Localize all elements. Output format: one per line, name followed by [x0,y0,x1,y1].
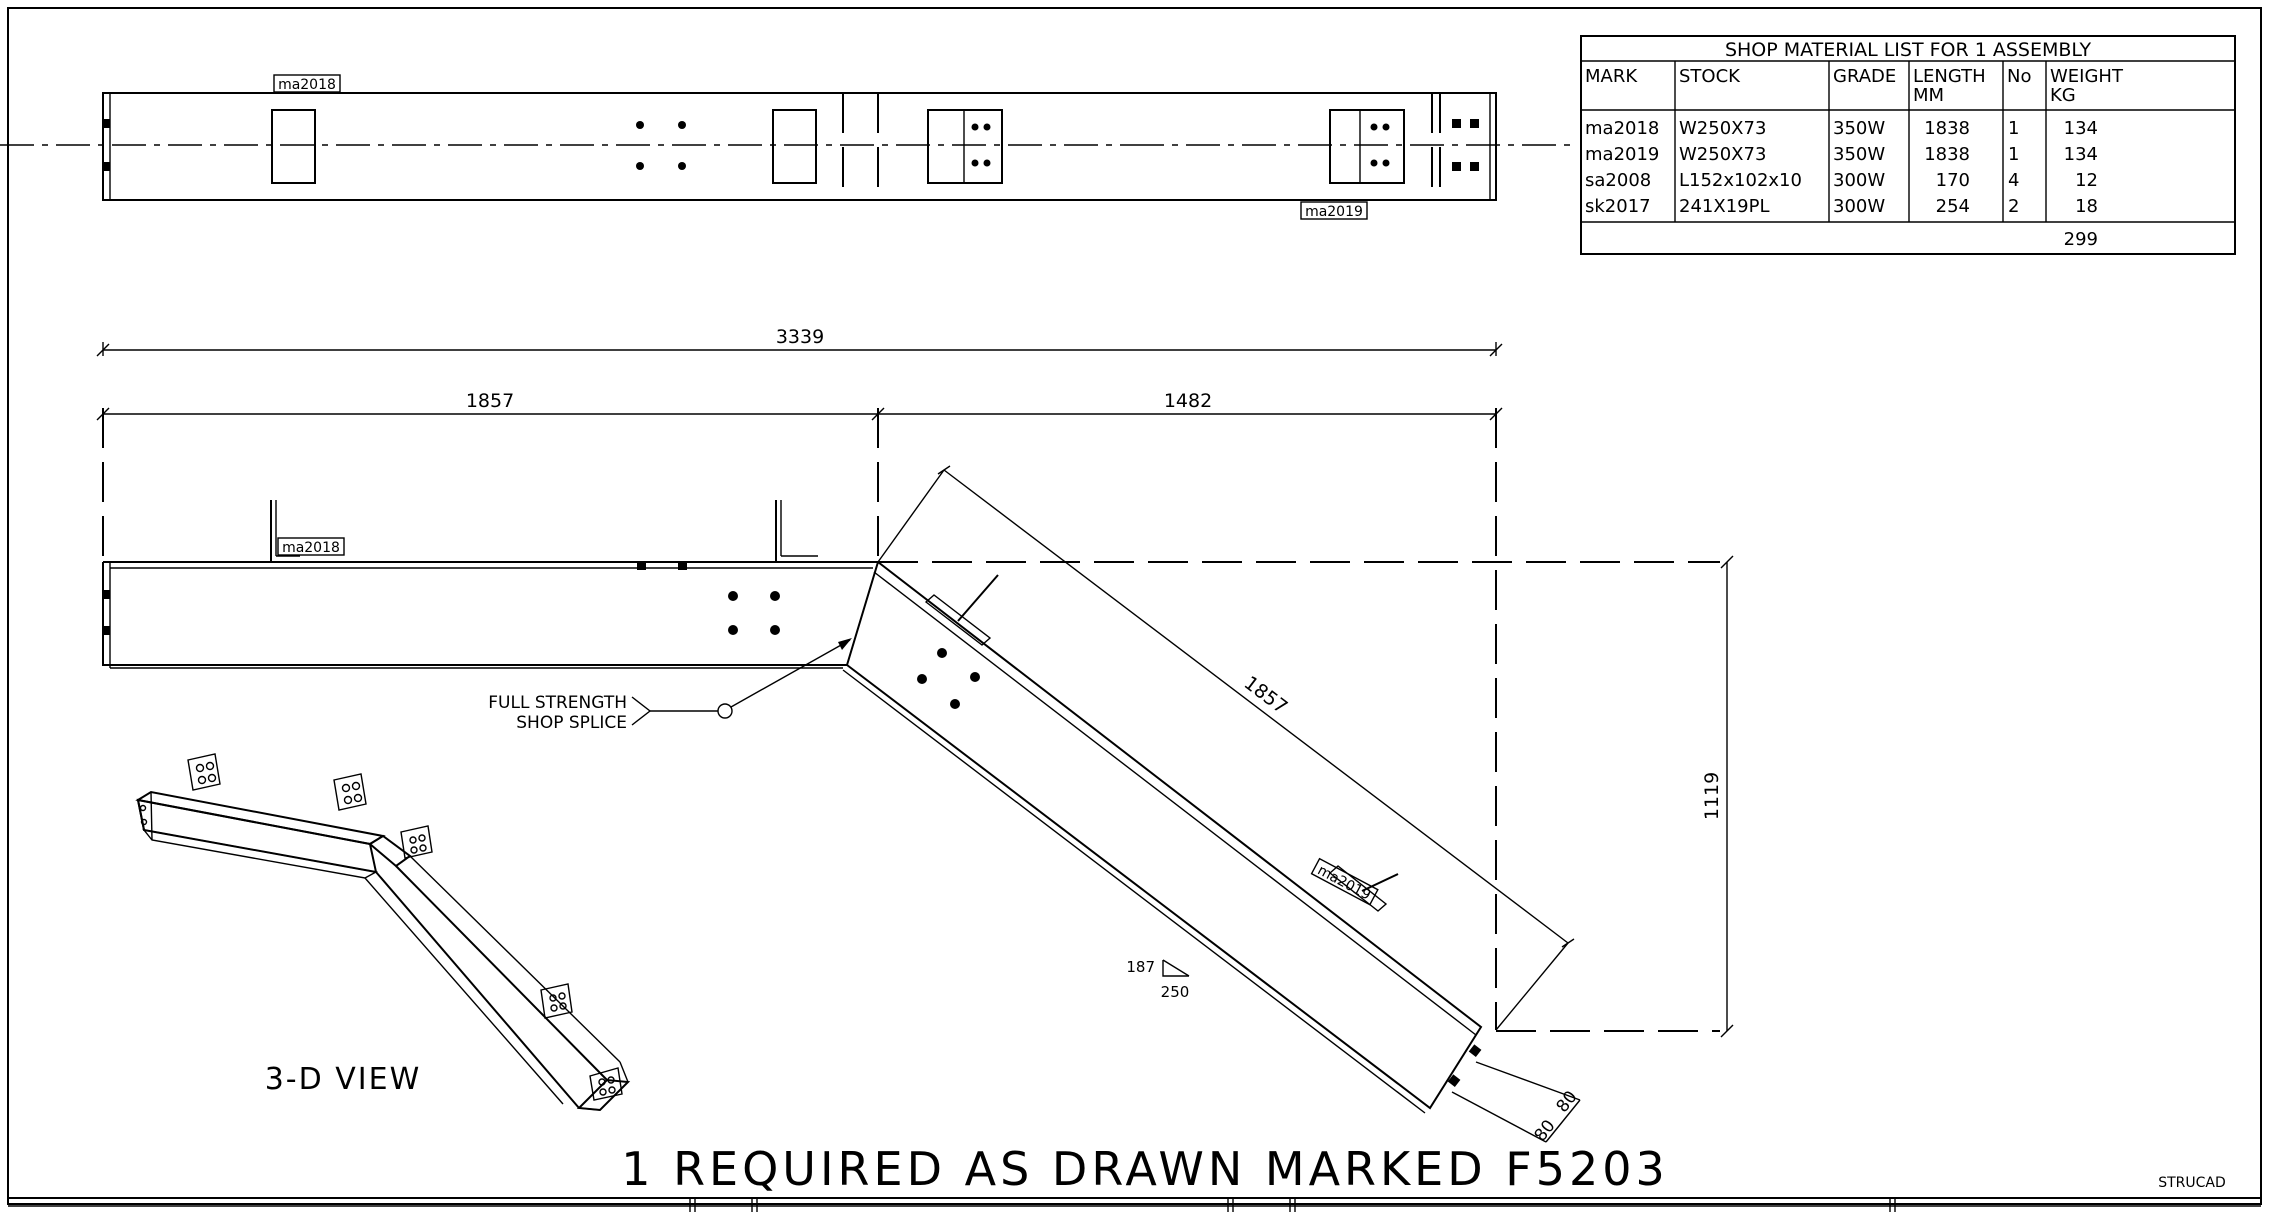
split-dimension: 1857 1482 [96,390,1503,421]
cell-weight: 12 [2075,170,2098,191]
isometric-view: 3-D VIEW [135,753,631,1112]
header-length: LENGTH [1913,66,1986,87]
cell-stock: 241X19PL [1679,196,1769,217]
elevation-view: ma2018 ma2019 [102,500,1483,1114]
inclined-dimension: 1857 [877,465,1575,1031]
end-offset-dimension: 80 80 [1451,1061,1582,1146]
elev-mark-box-right [1310,857,1379,906]
header-weight: WEIGHT [2050,66,2124,87]
material-list-table: SHOP MATERIAL LIST FOR 1 ASSEMBLY MARK S… [1580,35,2236,255]
table-row: sk2017 241X19PL 300W 254 2 18 [1585,196,2098,217]
software-label: STRUCAD [2158,1175,2226,1191]
table-row: ma2019 W250X73 350W 1838 1 134 [1585,144,2098,165]
cell-grade: 350W [1833,144,1885,165]
plan-bolt-group [102,119,1479,171]
cell-stock: W250X73 [1679,144,1766,165]
sheet-border [7,7,2262,1205]
cell-no: 4 [2008,170,2019,191]
table-title: SHOP MATERIAL LIST FOR 1 ASSEMBLY [1725,39,2092,61]
plan-mark-box-left [273,74,341,93]
cell-no: 1 [2008,144,2019,165]
overall-dimension: 3339 [96,326,1503,357]
table-total-weight: 299 [2064,229,2098,250]
header-length-unit: MM [1913,85,1944,106]
cell-weight: 134 [2064,118,2098,139]
cell-mark: ma2018 [1585,118,1659,139]
dim-left: 1857 [466,390,514,412]
table-body: ma2018 W250X73 350W 1838 1 134 ma2019 W2… [1585,118,2098,217]
dim-inclined: 1857 [1240,672,1292,719]
cell-length: 1838 [1924,144,1970,165]
cell-weight: 18 [2075,196,2098,217]
header-stock: STOCK [1679,66,1741,87]
cell-grade: 300W [1833,196,1885,217]
plan-view: ma2018 ma2019 [0,74,1570,220]
dim-vertical: 1119 [1701,772,1723,820]
plan-splice-plate [927,109,1003,184]
cell-mark: ma2019 [1585,144,1659,165]
cell-length: 170 [1936,170,1970,191]
vertical-dimension: 1119 [1701,555,1734,1038]
view-label: 3-D VIEW [265,1062,422,1097]
plan-mark-left: ma2018 [278,77,336,93]
table-row: ma2018 W250X73 350W 1838 1 134 [1585,118,2098,139]
required-note: 1 REQUIRED AS DRAWN MARKED F5203 [621,1142,1669,1196]
plan-stiffener-mid [772,109,817,184]
plan-mark-box-right [1300,201,1368,220]
header-grade: GRADE [1833,66,1896,87]
plan-beam-outline [102,92,1497,201]
header-mark: MARK [1585,66,1638,87]
header-weight-unit: KG [2050,85,2076,106]
header-no: No [2007,66,2031,87]
cell-length: 1838 [1924,118,1970,139]
plan-end-plate [1329,109,1405,184]
cell-mark: sk2017 [1585,196,1651,217]
title-block-dividers [689,1198,1896,1212]
slope-indicator: 187 250 [1126,958,1190,1001]
elev-beam-right [846,561,1483,1110]
cell-mark: sa2008 [1585,170,1651,191]
splice-callout: FULL STRENGTH SHOP SPLICE [488,638,852,733]
plan-stiffener-left [271,109,316,184]
table-header-row: MARK STOCK GRADE LENGTH MM No WEIGHT KG [1585,66,2124,106]
splice-note-line2: SHOP SPLICE [516,713,627,733]
elev-mark-box-left [277,537,345,556]
plan-mark-right: ma2019 [1305,204,1363,220]
cell-no: 1 [2008,118,2019,139]
table-border [1580,35,2236,255]
cell-stock: L152x102x10 [1679,170,1802,191]
cell-grade: 300W [1833,170,1885,191]
slope-rise: 187 [1126,958,1155,976]
slope-run: 250 [1161,983,1190,1001]
dim-right: 1482 [1164,390,1212,412]
cell-stock: W250X73 [1679,118,1766,139]
elev-beam-left [102,561,880,666]
dim-overall: 3339 [776,326,824,348]
elev-bolt-group [102,562,1482,1088]
splice-note-line1: FULL STRENGTH [488,693,627,713]
table-row: sa2008 L152x102x10 300W 170 4 12 [1585,170,2098,191]
cell-grade: 350W [1833,118,1885,139]
cell-length: 254 [1936,196,1970,217]
cell-no: 2 [2008,196,2019,217]
cell-weight: 134 [2064,144,2098,165]
elev-mark-left: ma2018 [282,540,340,556]
